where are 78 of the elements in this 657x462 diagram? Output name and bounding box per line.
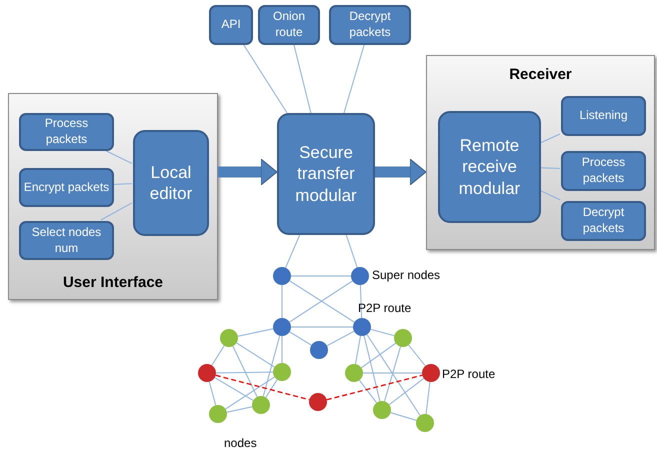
network-node xyxy=(394,329,412,347)
connector-line xyxy=(388,378,424,406)
network-node xyxy=(310,341,328,359)
network-node xyxy=(309,393,327,411)
process-box: Decrypt packets xyxy=(561,201,646,241)
connector-line xyxy=(355,335,361,365)
process-box: Select nodes num xyxy=(19,221,114,260)
connector-line xyxy=(360,342,396,368)
connector-line xyxy=(344,44,365,114)
connector-line xyxy=(408,344,426,366)
connector-line xyxy=(214,377,254,401)
connector-line xyxy=(225,376,275,410)
connector-line xyxy=(290,326,354,328)
connector-line xyxy=(265,379,278,398)
connector-line xyxy=(366,334,421,416)
text-label: P2P route xyxy=(358,301,412,315)
network-node xyxy=(353,318,371,336)
connector-line xyxy=(426,381,430,415)
group-panel xyxy=(8,93,218,300)
text-label: Super nodes xyxy=(372,268,440,282)
dashed-route-line xyxy=(216,374,310,400)
process-box: Encrypt packets xyxy=(19,168,114,207)
connector-line xyxy=(226,406,253,413)
connector-line xyxy=(237,328,274,337)
process-box: Listening xyxy=(561,96,646,136)
connector-line xyxy=(384,346,401,402)
network-node xyxy=(209,405,227,423)
connector-line xyxy=(104,150,132,164)
connector-line xyxy=(236,342,275,368)
panel-heading: Receiver xyxy=(508,66,573,83)
network-node xyxy=(345,364,363,382)
network-node xyxy=(252,396,270,414)
connector-line xyxy=(294,44,312,114)
module-box: Remote receive modular xyxy=(438,111,541,223)
connector-line xyxy=(346,234,358,268)
network-node xyxy=(273,267,291,285)
network-node xyxy=(416,414,434,432)
process-box: Process packets xyxy=(19,113,114,151)
connector-line xyxy=(112,183,132,185)
connector-line xyxy=(100,202,132,220)
network-node xyxy=(351,267,369,285)
network-node xyxy=(273,363,291,381)
dashed-route-line xyxy=(326,374,422,400)
network-node xyxy=(422,364,440,382)
connector-line xyxy=(211,345,225,366)
process-box: Decrypt packets xyxy=(329,5,411,45)
connector-line xyxy=(358,380,378,404)
process-box: Onion route xyxy=(258,5,320,45)
connector-line xyxy=(232,346,258,398)
module-box: Secure transfer modular xyxy=(277,113,375,235)
connector-line xyxy=(360,284,362,318)
process-box: Process packets xyxy=(561,151,646,191)
connector-line xyxy=(540,134,560,144)
connector-line xyxy=(243,44,288,114)
network-node xyxy=(220,329,238,347)
connector-line xyxy=(540,167,560,169)
connector-line xyxy=(326,330,355,346)
connector-line xyxy=(216,372,274,374)
text-label: P2P route xyxy=(442,367,496,381)
connector-line xyxy=(262,335,280,397)
network-node xyxy=(273,318,291,336)
connector-line xyxy=(390,412,417,421)
block-arrow xyxy=(375,158,426,186)
network-node xyxy=(373,401,391,419)
group-panel xyxy=(426,55,655,250)
connector-line xyxy=(289,331,312,346)
panel-heading: User Interface xyxy=(62,274,164,291)
connector-line xyxy=(370,328,395,336)
module-box: Local editor xyxy=(133,130,209,236)
process-box: API xyxy=(209,5,253,45)
connector-line xyxy=(540,190,561,200)
block-arrow xyxy=(218,158,278,186)
connector-line xyxy=(362,372,422,374)
connector-line xyxy=(364,335,380,402)
text-label: nodes xyxy=(224,436,257,450)
connector-line xyxy=(208,381,216,406)
connector-line xyxy=(285,234,300,268)
network-node xyxy=(198,364,216,382)
